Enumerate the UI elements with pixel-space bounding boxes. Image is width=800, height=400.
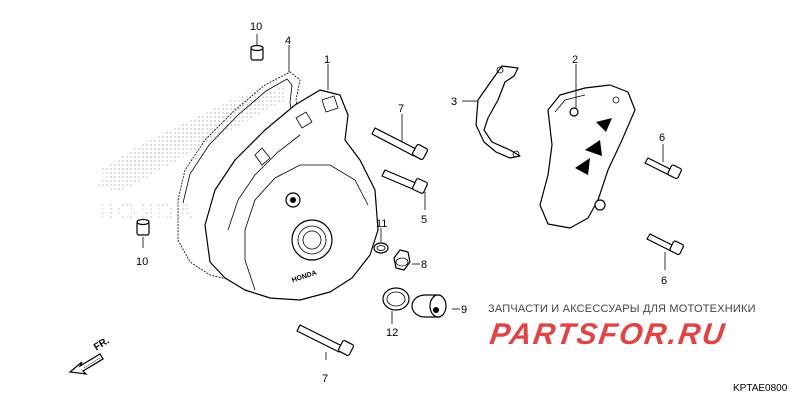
callout-6-upper: 6 xyxy=(659,132,665,144)
callout-10-top: 10 xyxy=(250,21,262,33)
promo-caption: ЗАПЧАСТИ И АКСЕССУАРЫ ДЛЯ МОТОТЕХНИКИ xyxy=(488,303,756,315)
bolt-7-lower xyxy=(296,324,355,357)
bolt-7-upper xyxy=(371,127,429,161)
callout-12: 12 xyxy=(386,327,398,339)
front-direction-arrow xyxy=(68,353,104,375)
timing-hole-cap xyxy=(393,249,411,271)
o-ring-11 xyxy=(373,242,389,254)
callout-1: 1 xyxy=(324,54,330,66)
callout-11: 11 xyxy=(376,218,387,230)
callout-numbers: 10 4 1 7 5 11 8 9 12 7 10 2 3 6 6 xyxy=(136,21,667,385)
gasket-part xyxy=(177,71,331,283)
left-crankcase-cover: HONDA xyxy=(204,89,379,301)
bolt-6-lower xyxy=(646,233,684,256)
sprocket-cover-base xyxy=(475,65,521,159)
callout-7-upper: 7 xyxy=(398,103,404,115)
leader-lines xyxy=(142,34,666,360)
callout-4: 4 xyxy=(285,35,291,47)
callout-6-lower: 6 xyxy=(661,275,667,287)
callout-8: 8 xyxy=(421,259,427,271)
bolt-5 xyxy=(381,169,428,194)
callout-10-bottom: 10 xyxy=(136,256,148,268)
callout-5: 5 xyxy=(421,214,427,226)
diagram-code: KPTAE0800 xyxy=(733,383,788,394)
callout-7-lower: 7 xyxy=(322,373,328,385)
callout-9: 9 xyxy=(461,304,467,316)
callout-3: 3 xyxy=(451,96,457,108)
promo-logo: PARTSFOR.RU xyxy=(487,318,729,351)
callout-2: 2 xyxy=(572,54,578,66)
o-ring-12 xyxy=(382,287,410,311)
crankshaft-hole-cap xyxy=(411,294,447,318)
dowel-pin-top xyxy=(250,44,264,61)
dowel-pin-bottom xyxy=(136,218,150,236)
drive-sprocket-cover xyxy=(539,84,636,229)
bolt-6-upper xyxy=(644,157,682,180)
